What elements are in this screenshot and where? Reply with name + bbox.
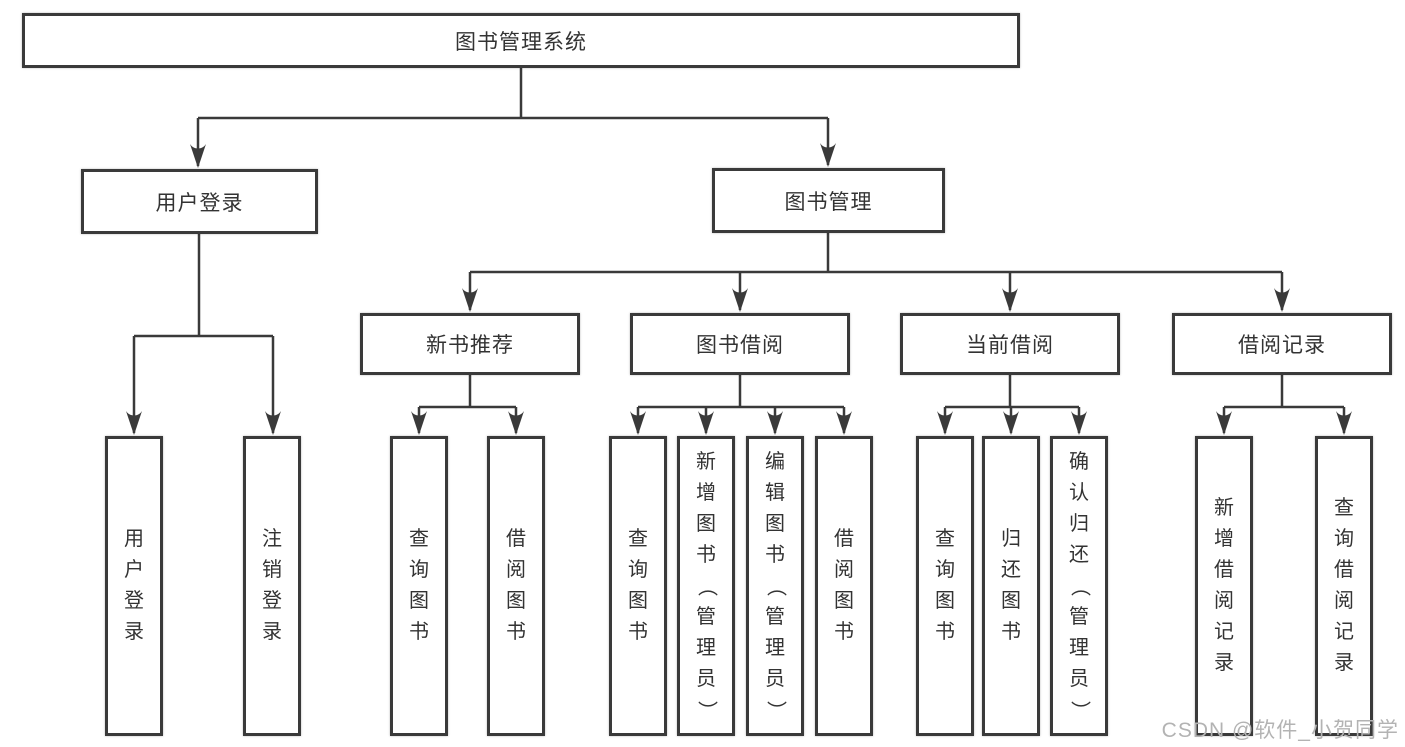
node-label: 借阅记录 xyxy=(1238,334,1326,357)
node-label: 借阅图书 xyxy=(834,528,854,643)
node-label: 编辑图书（管理员） xyxy=(764,450,787,721)
node-label: 查询图书 xyxy=(628,528,648,643)
connector-current-borrow-bus xyxy=(945,375,1079,409)
leaf-query-books-recommend: 查询图书 xyxy=(390,436,448,736)
connector-user-login-bus xyxy=(134,233,273,338)
node-label: 查询图书 xyxy=(409,528,429,643)
node-label: 新增图书（管理员） xyxy=(695,450,718,721)
node-label: 用户登录 xyxy=(155,191,244,215)
node-label: 新书推荐 xyxy=(426,334,514,357)
node-label: 注销登录 xyxy=(262,528,282,643)
leaf-query-books-borrow: 查询图书 xyxy=(609,436,667,736)
node-user-login: 用户登录 xyxy=(81,169,318,234)
node-label: 归还图书 xyxy=(1001,528,1021,643)
node-label: 借阅图书 xyxy=(506,528,526,643)
csdn-watermark: CSDN @软件_小贺同学 xyxy=(1161,719,1399,742)
connector-book-borrow-bus xyxy=(638,375,844,409)
node-label: 查询借阅记录 xyxy=(1334,497,1354,674)
leaf-query-borrow-record: 查询借阅记录 xyxy=(1315,436,1373,736)
leaf-edit-book-admin: 编辑图书（管理员） xyxy=(746,436,804,736)
node-library-management-system: 图书管理系统 xyxy=(22,13,1020,68)
node-label: 新增借阅记录 xyxy=(1214,497,1234,674)
node-label: 图书管理系统 xyxy=(455,30,587,54)
node-label: 当前借阅 xyxy=(966,334,1054,357)
leaf-query-books-current: 查询图书 xyxy=(916,436,974,736)
connector-borrow-records-bus xyxy=(1224,375,1344,409)
node-label: 图书管理 xyxy=(784,190,873,214)
leaf-return-book: 归还图书 xyxy=(982,436,1040,736)
node-book-management: 图书管理 xyxy=(712,168,945,233)
connector-book-management-bus xyxy=(470,232,1282,274)
node-label: 查询图书 xyxy=(935,528,955,643)
leaf-borrow-books-recommend: 借阅图书 xyxy=(487,436,545,736)
node-label: 确认归还（管理员） xyxy=(1068,450,1091,721)
node-label: 图书借阅 xyxy=(696,334,784,357)
node-book-borrow: 图书借阅 xyxy=(630,313,850,375)
connector-root-bus xyxy=(198,68,828,120)
node-label: 用户登录 xyxy=(124,528,144,643)
node-new-book-recommend: 新书推荐 xyxy=(360,313,580,375)
leaf-add-book-admin: 新增图书（管理员） xyxy=(677,436,735,736)
leaf-add-borrow-record: 新增借阅记录 xyxy=(1195,436,1253,736)
node-borrow-records: 借阅记录 xyxy=(1172,313,1392,375)
connector-new-book-bus xyxy=(419,375,516,409)
leaf-user-login: 用户登录 xyxy=(105,436,163,736)
node-current-borrow: 当前借阅 xyxy=(900,313,1120,375)
leaf-logout: 注销登录 xyxy=(243,436,301,736)
leaf-confirm-return-admin: 确认归还（管理员） xyxy=(1050,436,1108,736)
leaf-borrow-books: 借阅图书 xyxy=(815,436,873,736)
